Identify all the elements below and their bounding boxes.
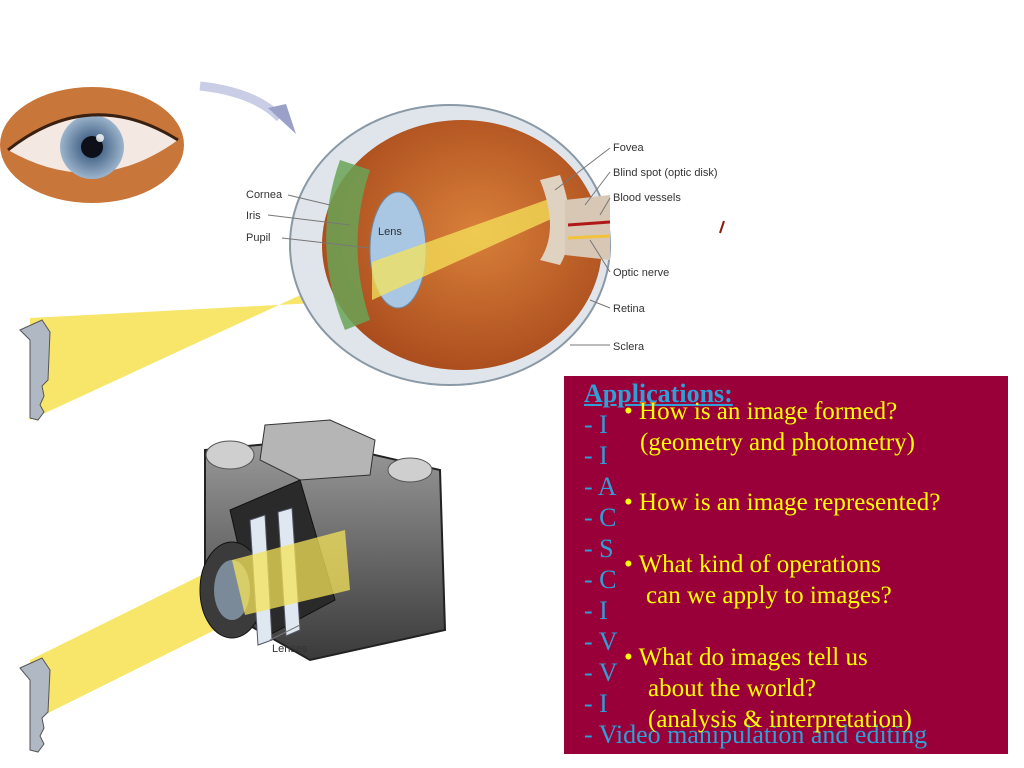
label-pupil: Pupil <box>246 232 270 244</box>
curved-arrow <box>199 81 296 134</box>
question-item: • What kind of operations can we apply t… <box>624 549 892 611</box>
question-line: about the world? <box>648 675 817 702</box>
stray-mark <box>718 220 726 234</box>
applications-item: - I <box>584 410 608 439</box>
label-optic-nerve: Optic nerve <box>613 267 669 279</box>
applications-item: - V <box>584 627 618 656</box>
label-retina: Retina <box>613 303 646 315</box>
question-line: What kind of operations <box>638 551 881 578</box>
eye-cross-section-diagram: Cornea Iris Pupil Lens Fovea Blind spot … <box>246 104 718 386</box>
label-blind-spot: Blind spot (optic disk) <box>613 167 718 179</box>
label-blood-vessels: Blood vessels <box>613 192 681 204</box>
applications-item: - A <box>584 472 617 501</box>
question-item: • What do images tell us about the world… <box>624 642 912 735</box>
label-lenses: Lenses <box>272 643 308 655</box>
key-icon <box>19 560 245 753</box>
applications-item: - I <box>584 596 608 625</box>
question-line: (analysis & interpretation) <box>648 706 912 733</box>
label-lens: Lens <box>378 226 402 238</box>
questions-panel: Applications: - I - I - A - C - S - C - … <box>564 376 1008 754</box>
label-fovea: Fovea <box>613 142 644 154</box>
bullet: • <box>624 489 633 516</box>
camera-cutaway-diagram: Lenses <box>199 419 447 662</box>
bullet: • <box>624 551 633 578</box>
applications-item: - S <box>584 534 614 563</box>
question-item: • How is an image formed? (geometry and … <box>624 396 915 458</box>
question-line: can we apply to images? <box>646 582 892 609</box>
eye-photo <box>0 87 184 203</box>
key-icon <box>19 262 372 421</box>
question-line: (geometry and photometry) <box>640 429 915 456</box>
bullet: • <box>624 398 633 425</box>
applications-item: - Video manipulation and editing <box>584 720 928 749</box>
applications-item: - C <box>584 503 617 532</box>
bullet: • <box>624 644 633 671</box>
label-cornea: Cornea <box>246 189 283 201</box>
applications-item: - C <box>584 565 617 594</box>
label-sclera: Sclera <box>613 341 645 353</box>
question-line: How is an image formed? <box>639 398 898 425</box>
applications-item: - I <box>584 689 608 718</box>
question-line: How is an image represented? <box>639 489 941 516</box>
applications-item: - I <box>584 441 608 470</box>
applications-item: - V <box>584 658 618 687</box>
label-iris: Iris <box>246 210 261 222</box>
applications-list: Applications: - I - I - A - C - S - C - … <box>584 378 927 750</box>
question-line: What do images tell us <box>638 644 868 671</box>
applications-title: Applications: <box>584 379 733 408</box>
question-item: • How is an image represented? <box>624 487 940 518</box>
